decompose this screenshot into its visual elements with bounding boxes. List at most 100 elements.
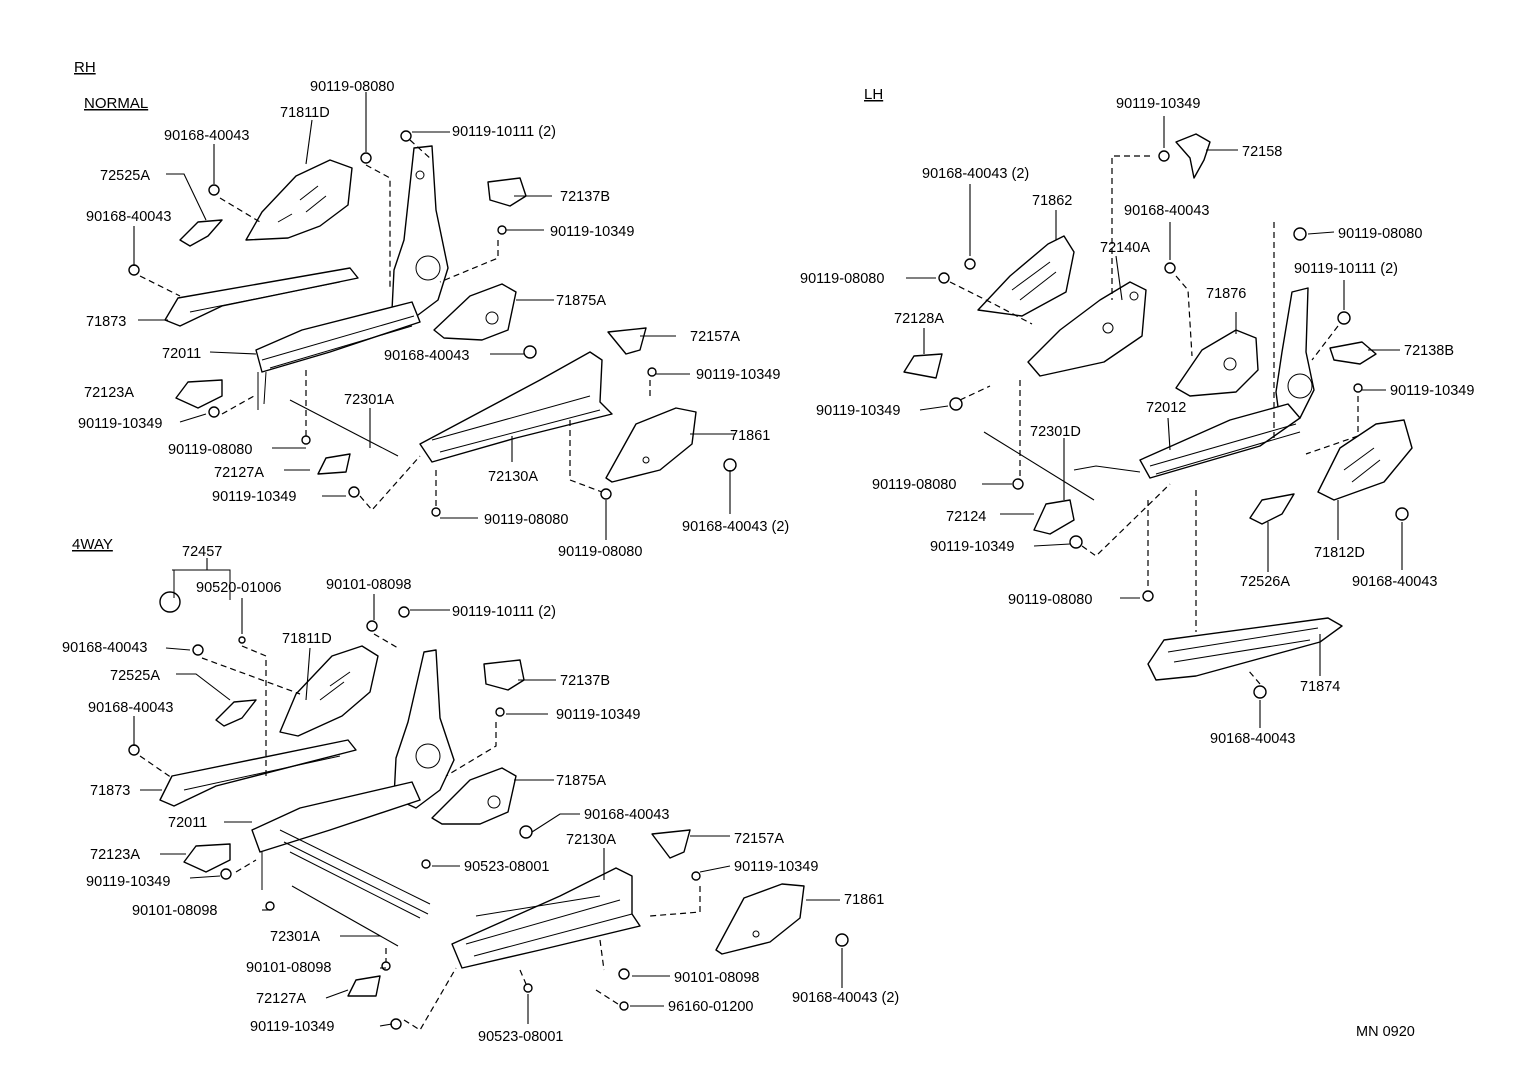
part-71811D bbox=[245, 159, 353, 241]
label-rh-71875A: 71875A bbox=[556, 293, 606, 309]
part-72525A bbox=[179, 219, 223, 247]
label-rh-90119-10349-d: 90119-10349 bbox=[212, 489, 296, 505]
label-fw-90119-10349-d: 90119-10349 bbox=[250, 1019, 334, 1035]
fourway-leaders bbox=[133, 558, 843, 1027]
lh-bolts bbox=[938, 150, 1409, 699]
rh-normal-leaders bbox=[133, 92, 736, 540]
part-72127A bbox=[347, 975, 381, 997]
label-rh-72301A: 72301A bbox=[344, 392, 394, 408]
part-72130A bbox=[419, 351, 613, 463]
label-lh-90168-40043-a: 90168-40043 (2) bbox=[922, 166, 1029, 182]
part-71873 bbox=[164, 267, 359, 327]
label-rh-71811D: 71811D bbox=[280, 105, 330, 121]
label-fw-72457: 72457 bbox=[182, 544, 222, 560]
label-rh-72525A: 72525A bbox=[100, 168, 150, 184]
label-rh-90119-08080-d: 90119-08080 bbox=[558, 544, 642, 560]
label-lh-90119-10349-a: 90119-10349 bbox=[1116, 96, 1200, 112]
part-71875A bbox=[431, 767, 517, 825]
label-rh-90168-40043-d: 90168-40043 (2) bbox=[682, 519, 789, 535]
label-fw-72011: 72011 bbox=[168, 815, 207, 831]
label-lh-72301D: 72301D bbox=[1030, 424, 1081, 440]
label-lh-90168-40043-c: 90168-40043 bbox=[1352, 574, 1437, 590]
section-normal: NORMAL bbox=[84, 95, 148, 112]
label-lh-71862: 71862 bbox=[1032, 193, 1072, 209]
part-72457 bbox=[159, 591, 181, 613]
label-rh-90119-10111: 90119-10111 (2) bbox=[452, 124, 556, 140]
part-72525A bbox=[215, 699, 257, 727]
part-72123A bbox=[175, 379, 223, 409]
label-lh-71874: 71874 bbox=[1300, 679, 1340, 695]
label-lh-90119-10349-b: 90119-10349 bbox=[1390, 383, 1474, 399]
label-rh-71873: 71873 bbox=[86, 314, 126, 330]
label-lh-71876: 71876 bbox=[1206, 286, 1246, 302]
label-lh-90119-08080-c: 90119-08080 bbox=[872, 477, 956, 493]
label-fw-71875A: 71875A bbox=[556, 773, 606, 789]
label-rh-90119-10349-c: 90119-10349 bbox=[78, 416, 162, 432]
part-71812D bbox=[1317, 419, 1413, 501]
lh-assembly-lines bbox=[949, 155, 1359, 685]
part-72012 bbox=[1139, 403, 1301, 479]
label-rh-90168-40043-b: 90168-40043 bbox=[86, 209, 171, 225]
label-fw-72137B: 72137B bbox=[560, 673, 610, 689]
lh-leaders bbox=[906, 116, 1403, 728]
part-71876 bbox=[1175, 329, 1259, 397]
label-rh-72127A: 72127A bbox=[214, 465, 264, 481]
part-72130A bbox=[451, 867, 641, 969]
label-fw-72301A: 72301A bbox=[270, 929, 320, 945]
part-71861 bbox=[605, 407, 697, 483]
part-72127A bbox=[317, 453, 351, 475]
label-fw-90101-08098-c: 90101-08098 bbox=[246, 960, 331, 976]
part-72123A bbox=[183, 843, 231, 873]
label-rh-71861: 71861 bbox=[730, 428, 770, 444]
part-72140A bbox=[1027, 281, 1147, 377]
label-fw-71811D: 71811D bbox=[282, 631, 332, 647]
label-lh-72128A: 72128A bbox=[894, 311, 944, 327]
label-lh-72140A: 72140A bbox=[1100, 240, 1150, 256]
rh-normal-assembly bbox=[128, 92, 737, 540]
label-fw-90119-10349-c: 90119-10349 bbox=[86, 874, 170, 890]
label-fw-72525A: 72525A bbox=[110, 668, 160, 684]
part-72158 bbox=[1175, 133, 1211, 179]
section-lh: LH bbox=[864, 86, 883, 103]
label-lh-72526A: 72526A bbox=[1240, 574, 1290, 590]
label-lh-90119-10349-d: 90119-10349 bbox=[930, 539, 1014, 555]
label-lh-90119-08080-b: 90119-08080 bbox=[800, 271, 884, 287]
fourway-assembly bbox=[128, 558, 849, 1031]
label-rh-72157A: 72157A bbox=[690, 329, 740, 345]
part-71874 bbox=[1147, 617, 1343, 681]
label-rh-72123A: 72123A bbox=[84, 385, 134, 401]
fourway-assembly-lines bbox=[139, 633, 701, 1031]
part-71862 bbox=[977, 235, 1075, 317]
label-rh-72137B: 72137B bbox=[560, 189, 610, 205]
label-fw-90101-08098-b: 90101-08098 bbox=[132, 903, 217, 919]
label-rh-72130A: 72130A bbox=[488, 469, 538, 485]
lh-assembly bbox=[903, 116, 1413, 728]
label-lh-90119-10111: 90119-10111 (2) bbox=[1294, 261, 1398, 277]
label-lh-90119-08080-d: 90119-08080 bbox=[1008, 592, 1092, 608]
label-lh-71812D: 71812D bbox=[1314, 545, 1365, 561]
section-rh: RH bbox=[74, 59, 96, 76]
label-lh-90168-40043-d: 90168-40043 bbox=[1210, 731, 1295, 747]
label-lh-72124: 72124 bbox=[946, 509, 986, 525]
part-recliner-frame bbox=[391, 145, 449, 319]
label-lh-72158: 72158 bbox=[1242, 144, 1282, 160]
section-4way: 4WAY bbox=[72, 536, 113, 553]
part-72137B bbox=[487, 177, 527, 207]
label-fw-90119-10111: 90119-10111 (2) bbox=[452, 604, 556, 620]
label-fw-90119-10349-b: 90119-10349 bbox=[734, 859, 818, 875]
part-71861 bbox=[715, 883, 805, 955]
part-72301A bbox=[291, 885, 399, 947]
part-72157A bbox=[607, 327, 647, 355]
label-fw-90168-40043-a: 90168-40043 bbox=[62, 640, 147, 656]
label-rh-90168-40043-c: 90168-40043 bbox=[384, 348, 469, 364]
label-lh-90119-08080-a: 90119-08080 bbox=[1338, 226, 1422, 242]
part-71873 bbox=[159, 739, 357, 807]
label-rh-72011: 72011 bbox=[162, 346, 201, 362]
part-72301A bbox=[289, 399, 399, 457]
lh-labels: 90119-10349 72158 90168-40043 (2) 71862 … bbox=[800, 96, 1474, 747]
label-fw-72157A: 72157A bbox=[734, 831, 784, 847]
label-fw-72130A: 72130A bbox=[566, 832, 616, 848]
label-fw-90520-01006: 90520-01006 bbox=[196, 580, 281, 596]
rh-normal-assembly-lines bbox=[139, 139, 651, 511]
